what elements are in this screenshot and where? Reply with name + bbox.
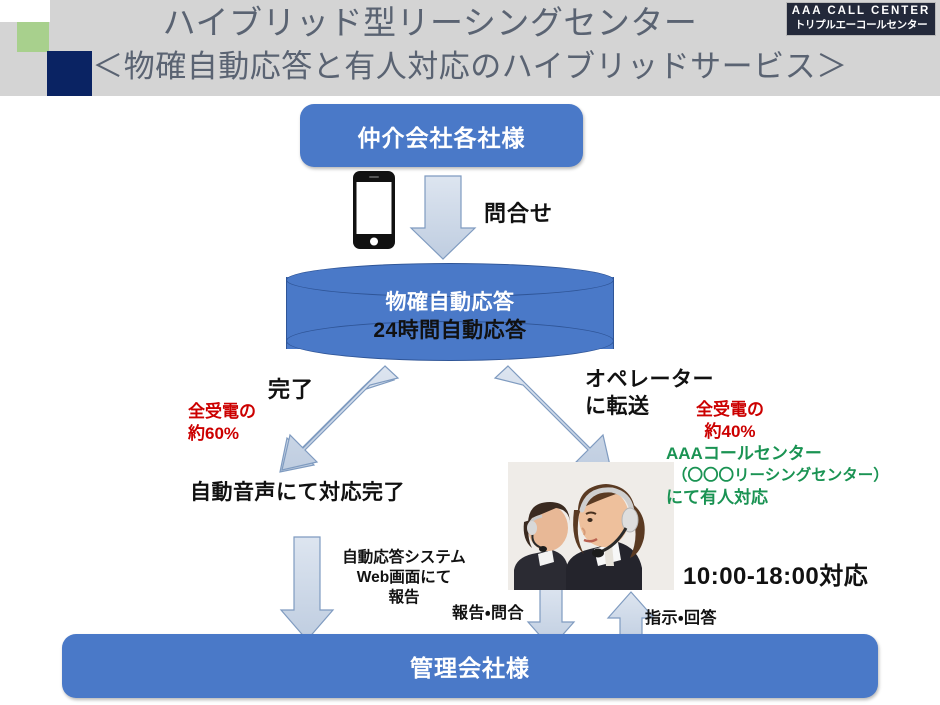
node-brokers-label: 仲介会社各社様 — [357, 124, 526, 151]
header-notch — [0, 0, 50, 22]
page-subtitle: ＜物確自動応答と有人対応のハイブリッドサービス＞ — [92, 49, 848, 84]
label-percentage-right: 全受電の 約40% — [682, 399, 778, 443]
page-title: ハイブリッド型リーシングセンター — [162, 4, 698, 41]
smartphone-icon — [353, 171, 395, 249]
cylinder-text-group: 物確自動応答 24時間自動応答 — [286, 289, 614, 345]
arrow-inquiry — [409, 175, 477, 260]
node-brokers[interactable]: 仲介会社各社様 — [300, 104, 583, 167]
call-center-operators-photo — [508, 462, 674, 590]
cylinder-top-ellipse — [286, 263, 614, 297]
cylinder-label-primary: 物確自動応答 — [385, 291, 515, 314]
label-aaa-call-center: AAAコールセンター （〇〇〇リーシングセンター） にて有人対応 — [666, 443, 889, 509]
logo-text-ja: トリプルエーコールセンター — [794, 19, 928, 31]
label-pct-left-line1: 全受電の — [188, 402, 256, 421]
label-instruction-answer: 指示・回答 — [645, 610, 717, 627]
label-transfer-to-operator: オペレーター に転送 — [585, 366, 714, 420]
node-management-label: 管理会社様 — [410, 655, 530, 681]
label-pct-left-line2: 約60% — [188, 424, 240, 443]
label-auto-voice-complete: 自動音声にて対応完了 — [190, 481, 405, 504]
logo-text-en: AAA CALL CENTER — [791, 5, 931, 17]
cylinder-bottom-ellipse — [286, 321, 614, 361]
label-green-line2: （〇〇〇リーシングセンター） — [672, 467, 889, 484]
label-web-report-line1: 自動応答システム — [342, 549, 466, 566]
node-auto-response-cylinder[interactable]: 物確自動応答 24時間自動応答 — [286, 263, 614, 363]
label-transfer-line2: に転送 — [585, 395, 650, 418]
arrow-web-report — [279, 536, 335, 641]
label-web-report: 自動応答システム Web画面にて 報告 — [332, 548, 476, 608]
decorative-green-square — [17, 22, 49, 52]
label-inquiry: 問合せ — [484, 201, 554, 226]
header-band — [0, 0, 940, 96]
label-transfer-line1: オペレーター — [585, 368, 714, 391]
label-green-line1: AAAコールセンター — [666, 444, 822, 463]
label-pct-right-line1: 全受電の — [696, 400, 764, 419]
label-green-line3: にて有人対応 — [666, 488, 768, 507]
label-pct-right-line2: 約40% — [704, 422, 756, 441]
label-percentage-left: 全受電の 約60% — [188, 401, 256, 445]
node-management-company[interactable]: 管理会社様 — [62, 634, 878, 698]
cylinder-label-secondary: 24時間自動応答 — [373, 319, 527, 342]
company-logo: AAA CALL CENTER トリプルエーコールセンター — [786, 2, 936, 36]
label-report-inquiry: 報告・問合 — [452, 605, 524, 622]
label-web-report-line3: 報告 — [388, 589, 420, 606]
label-web-report-line2: Web画面にて — [356, 569, 452, 586]
decorative-navy-square — [47, 51, 92, 96]
label-business-hours: 10:00-18:00対応 — [683, 563, 869, 590]
label-complete: 完了 — [268, 377, 315, 402]
